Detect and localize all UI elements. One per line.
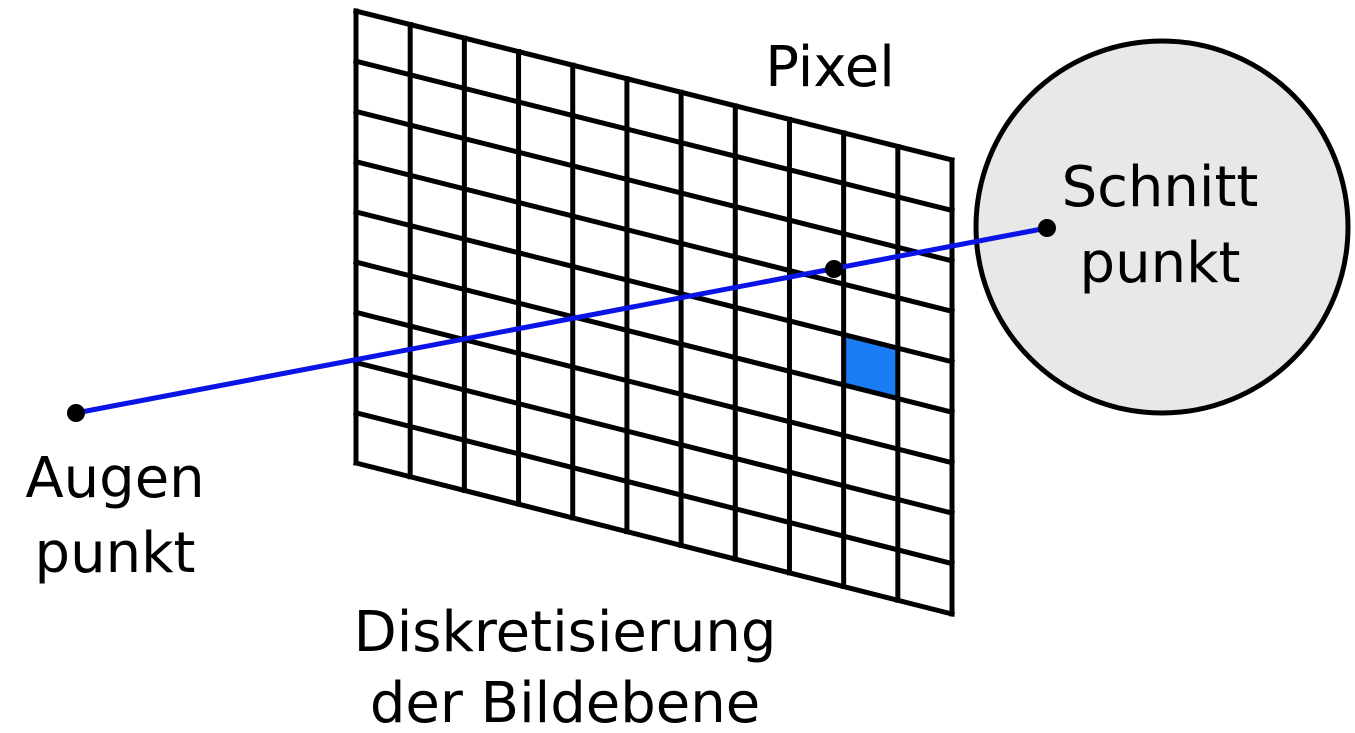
- view-ray: [73, 225, 1050, 416]
- grid-horizontal-line: [352, 359, 956, 517]
- grid-horizontal-line: [352, 208, 956, 365]
- eye-point-dot: [67, 404, 85, 422]
- intersection-point-dot: [1038, 219, 1056, 237]
- grid-horizontal-line: [352, 409, 956, 567]
- image-plane-label-line2: der Bildebene: [370, 671, 760, 733]
- pixel-hit-dot: [825, 260, 843, 278]
- grid-horizontal-line: [352, 108, 956, 264]
- sphere-object: [973, 38, 1351, 416]
- intersection-label-line2: punkt: [1080, 231, 1241, 296]
- image-plane-label-line1: Diskretisierung: [354, 600, 777, 665]
- eye-point-label-line1: Augen: [25, 446, 204, 511]
- image-plane-grid: [352, 7, 956, 618]
- grid-horizontal-line: [352, 158, 956, 315]
- grid-horizontal-line: [352, 459, 956, 618]
- pixel-label: Pixel: [765, 35, 895, 100]
- grid-horizontal-line: [352, 309, 956, 466]
- intersection-label-line1: Schnitt: [1062, 155, 1259, 220]
- grid-horizontal-line: [352, 259, 956, 416]
- grid-horizontal-line: [352, 7, 956, 164]
- grid-horizontal-line: [352, 58, 956, 214]
- highlighted-pixel: [843, 334, 898, 399]
- eye-point-label-line2: punkt: [35, 521, 196, 586]
